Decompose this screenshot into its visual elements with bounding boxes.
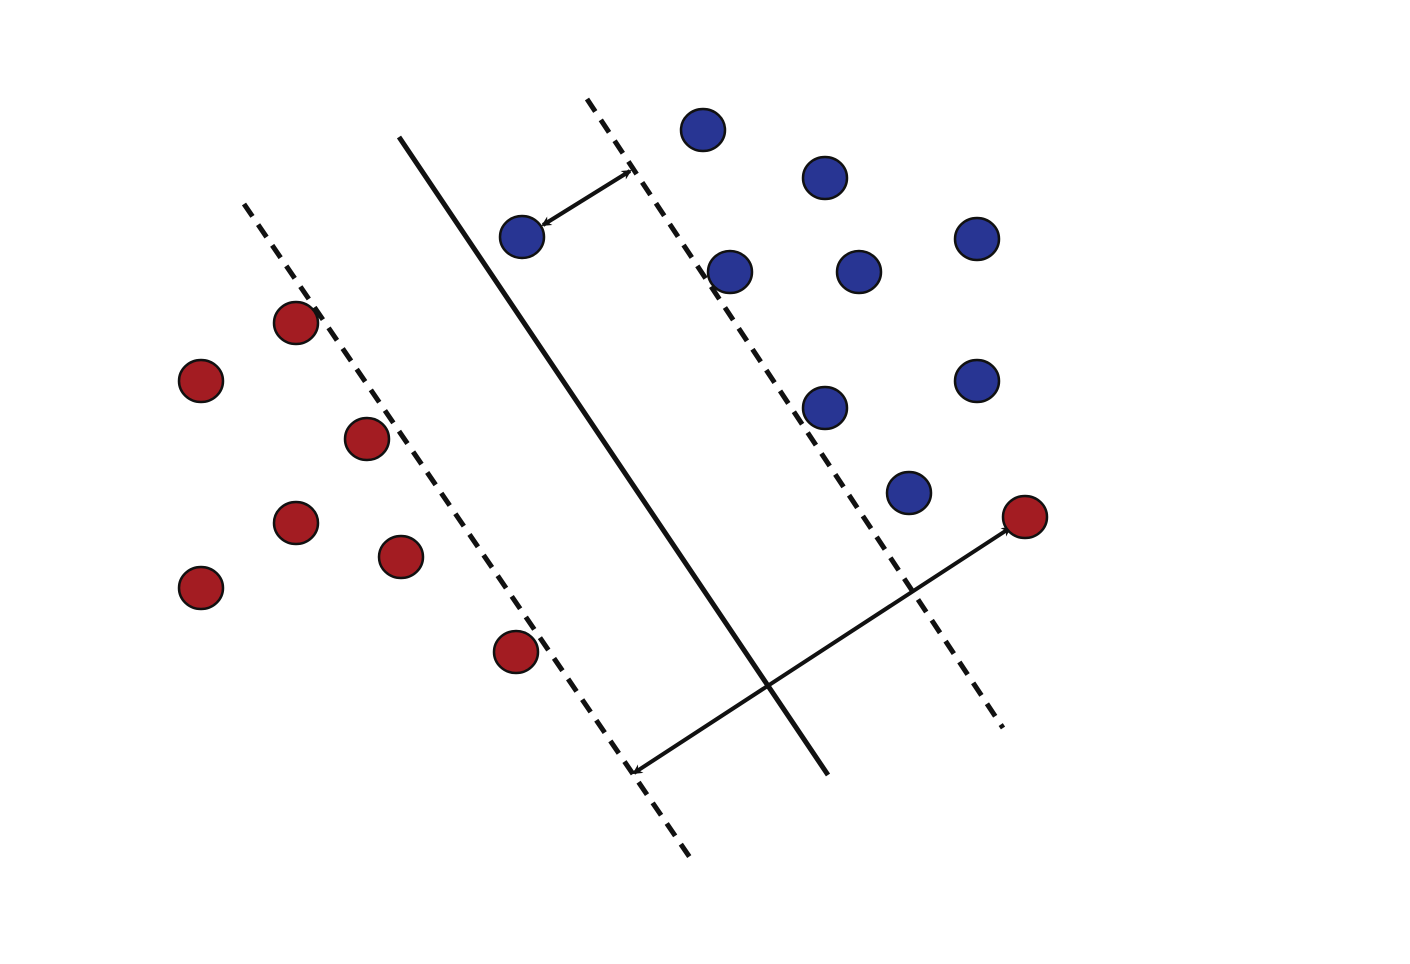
- distance-arrow-large: [632, 526, 1012, 775]
- red-data-point: [177, 358, 225, 404]
- blue-data-point: [801, 385, 849, 431]
- red-data-point: [1001, 494, 1049, 540]
- blue-data-point: [801, 155, 849, 201]
- margin-line-right: [584, 97, 1006, 730]
- blue-data-point: [885, 470, 933, 516]
- red-data-point: [177, 565, 225, 611]
- margin-line-left: [241, 202, 696, 864]
- blue-data-point: [953, 358, 1001, 404]
- decision-boundary-line: [396, 135, 831, 777]
- red-data-point: [492, 629, 540, 675]
- red-data-point: [377, 534, 425, 580]
- red-data-point: [343, 416, 391, 462]
- blue-data-point: [706, 249, 754, 295]
- margin-arrow-small: [541, 169, 632, 227]
- blue-data-point: [498, 214, 546, 260]
- blue-data-point: [953, 216, 1001, 262]
- blue-data-point: [835, 249, 883, 295]
- red-data-point: [272, 300, 320, 346]
- blue-data-point: [679, 107, 727, 153]
- red-data-point: [272, 500, 320, 546]
